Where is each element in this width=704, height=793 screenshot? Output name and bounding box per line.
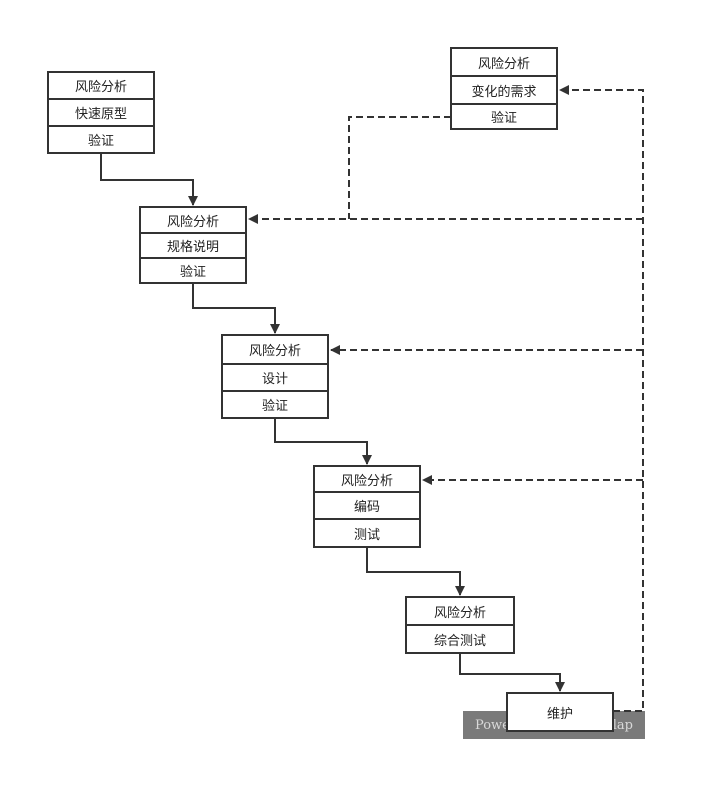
box-row: 验证 [179,265,206,280]
specification-box: 风险分析 规格说明 验证 [139,206,247,284]
coding-box: 风险分析 编码 测试 [313,465,421,548]
flow-arrow-5 [459,653,565,692]
flow-arrow-2 [192,283,280,334]
box-row: 快速原型 [49,100,153,127]
box-row: 风险分析 [407,598,513,626]
flow-arrow-3 [274,418,372,465]
integration-test-box: 风险分析 综合测试 [405,596,515,654]
design-box: 风险分析 设计 验证 [221,334,329,419]
box-row: 综合测试 [433,633,486,649]
box-row: 设计 [223,365,327,392]
box-row: 风险分析 [223,336,327,365]
box-row: 验证 [261,399,288,414]
box-row: 风险分析 [49,73,153,100]
feedback-line-vertical [559,85,644,712]
changing-requirements-box: 风险分析 变化的需求 验证 [450,47,558,130]
box-row: 测试 [353,527,380,543]
box-row: 验证 [87,134,114,149]
box-row: 风险分析 [452,49,556,77]
box-row: 编码 [315,493,419,520]
box-row: 变化的需求 [452,77,556,105]
watermark-right-text: lap [612,717,633,733]
flow-arrow-4 [366,547,465,596]
box-row: 验证 [490,111,517,126]
feedback-line-change [348,116,451,219]
prototype-box: 风险分析 快速原型 验证 [47,71,155,154]
box-row: 规格说明 [141,234,245,259]
watermark-left-text: Powe [475,717,510,733]
box-row: 维护 [546,706,573,722]
box-row: 风险分析 [141,208,245,234]
flow-arrow-1 [100,153,198,206]
box-row: 风险分析 [315,467,419,493]
maintenance-box: 维护 [506,692,614,732]
